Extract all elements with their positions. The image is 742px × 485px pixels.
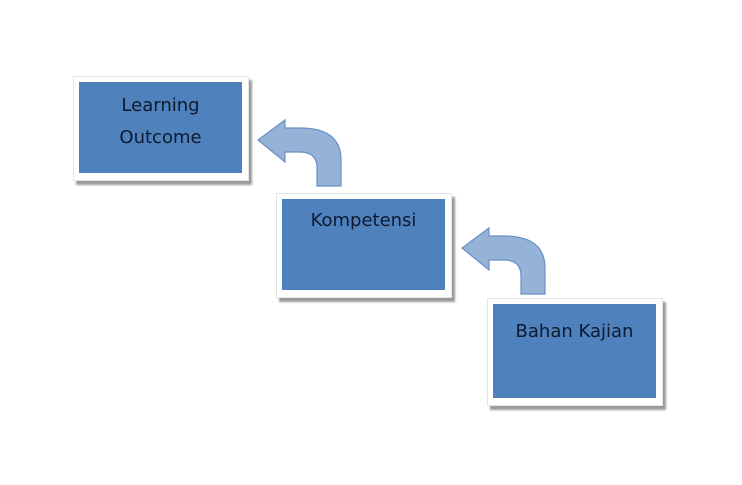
node-label: Kompetensi bbox=[310, 210, 417, 231]
curved-arrow-icon bbox=[257, 118, 342, 187]
node-kompetensi-box: Kompetensi bbox=[282, 199, 445, 290]
node-label: Outcome bbox=[119, 127, 202, 148]
node-bahan-kajian-box: Bahan Kajian bbox=[493, 304, 656, 398]
node-label: Learning bbox=[121, 95, 200, 116]
node-learning-outcome-box: Learning Outcome bbox=[79, 82, 242, 173]
node-label: Bahan Kajian bbox=[515, 321, 634, 342]
curved-arrow-icon bbox=[461, 226, 546, 295]
node-bahan-kajian: Bahan Kajian bbox=[487, 298, 663, 406]
node-learning-outcome: Learning Outcome bbox=[73, 76, 249, 181]
node-kompetensi: Kompetensi bbox=[276, 193, 452, 298]
